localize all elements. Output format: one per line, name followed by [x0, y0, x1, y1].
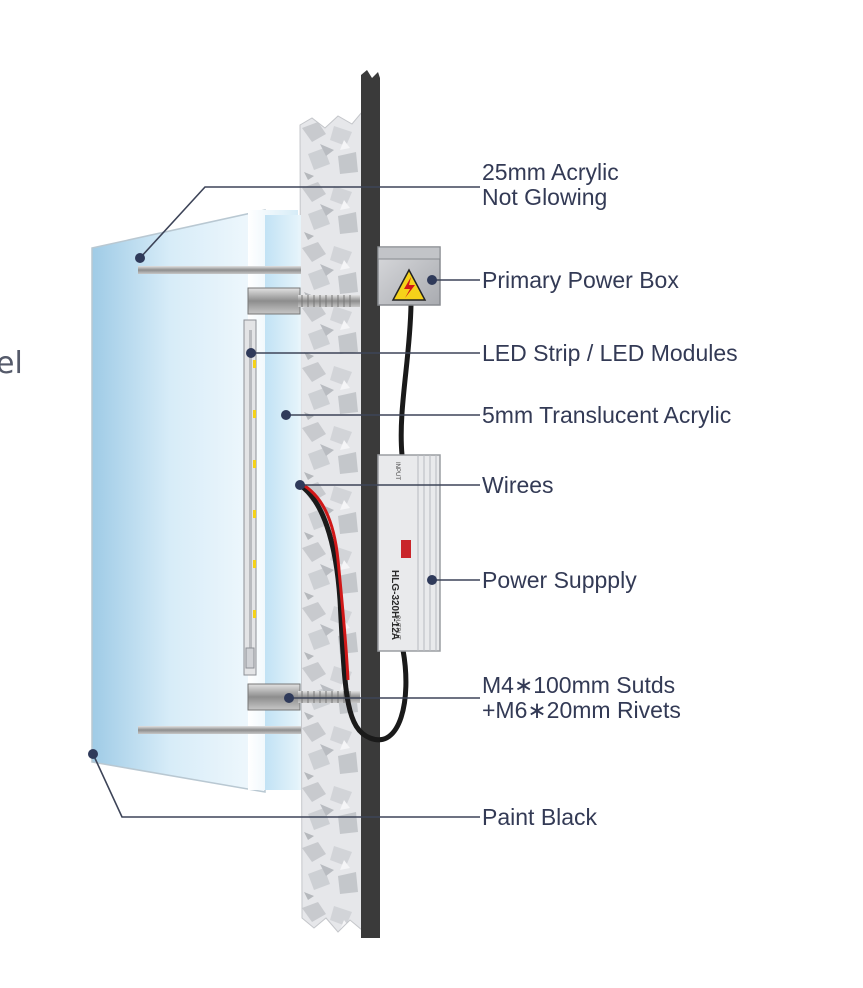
edge-fragment-text: el — [0, 346, 23, 381]
psu-input-text: INPUT — [394, 462, 400, 480]
label-25mm-acrylic: 25mm Acrylic Not Glowing — [482, 160, 619, 210]
rivet-top — [247, 287, 360, 315]
power-cable — [298, 304, 414, 743]
label-primary-power-box: Primary Power Box — [482, 267, 679, 293]
label-paint-black: Paint Black — [482, 804, 598, 830]
high-voltage-warning-icon — [391, 268, 427, 301]
label-power-supply: Power Suppply — [482, 567, 637, 593]
stud-bottom — [138, 726, 301, 734]
backing-wall — [361, 70, 380, 938]
psu-labels: HLG-320H-12A INPUT OUTPUT — [389, 462, 400, 640]
leader-dots — [88, 253, 437, 759]
label-studs-line2: +M6∗20mm Rivets — [482, 697, 681, 723]
leader-lines — [92, 186, 480, 818]
label-wires: Wirees — [482, 472, 554, 498]
label-25mm-acrylic-line1: 25mm Acrylic — [482, 159, 619, 185]
label-25mm-acrylic-line2: Not Glowing — [482, 184, 608, 210]
label-studs-line1: M4∗100mm Sutds — [482, 672, 676, 698]
stud-top — [138, 266, 301, 274]
label-led-strip: LED Strip / LED Modules — [482, 340, 738, 366]
label-translucent-acrylic: 5mm Translucent Acrylic — [482, 402, 732, 428]
psu-output-text: OUTPUT — [394, 615, 400, 640]
led-strip — [243, 319, 257, 676]
label-studs-rivets: M4∗100mm Sutds +M6∗20mm Rivets — [482, 673, 681, 723]
psu-model-text: HLG-320H-12A — [389, 570, 400, 640]
power-supply-unit — [377, 454, 441, 652]
red-wire — [299, 481, 350, 681]
acrylic-face-25mm — [91, 209, 266, 793]
